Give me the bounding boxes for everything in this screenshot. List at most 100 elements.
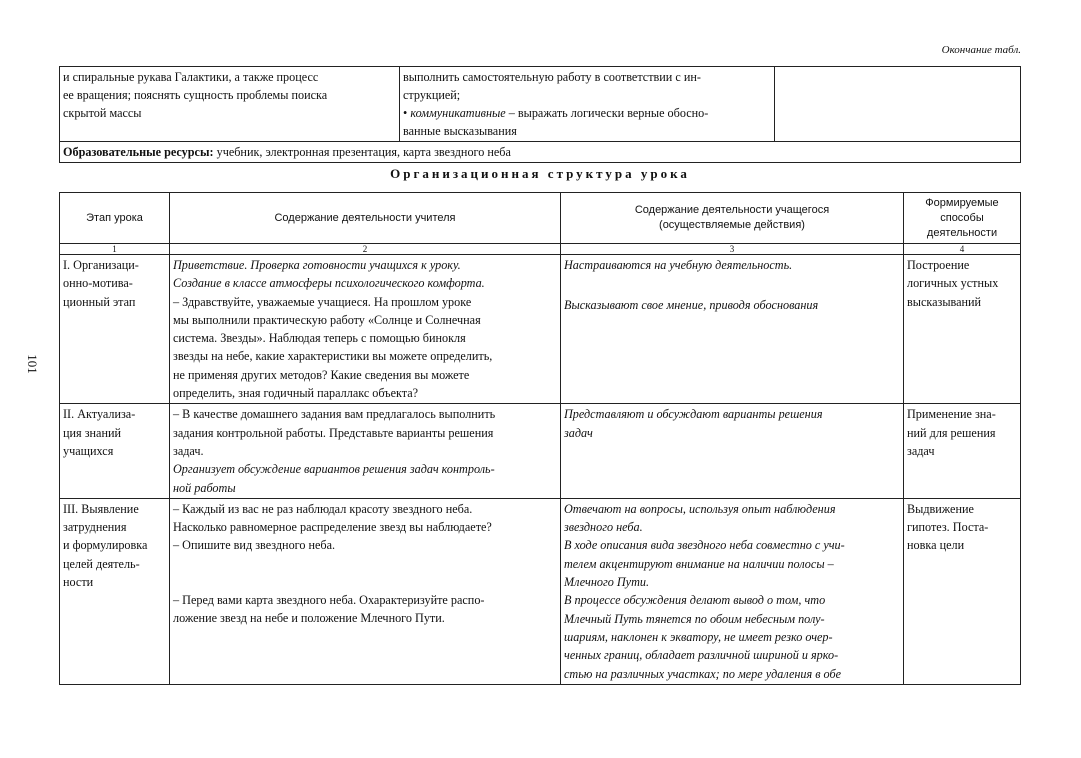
teacher-cell: – В качестве домашнего задания вам предл… [169,403,561,499]
bullet-line: • коммуникативные – выражать логически в… [403,104,771,122]
student-cell: Отвечают на вопросы, используя опыт набл… [560,497,904,685]
bullet-marker: • [403,106,411,120]
competences-cell: выполнить самостоятельную работу в соотв… [399,66,775,142]
text-line: ченных границ, обладает различной ширино… [564,648,839,663]
text-line: – Опишите вид звездного неба. [173,538,336,553]
text-line: – В качестве домашнего задания вам предл… [173,407,496,422]
continuation-note: Окончание табл. [941,44,1021,56]
empty-cell [774,66,1021,142]
skills-cell: Выдвижение гипотез. Поста- новка цели [903,497,1021,685]
text-line: Приветствие. Проверка готовности учащихс… [173,258,461,272]
objectives-cell: и спиральные рукава Галактики, а также п… [59,66,400,142]
bullet-text: – выражать логически верные обосно- [505,106,709,120]
text-line: целей деятель- [63,556,140,571]
text-line: струкцией; [403,88,461,102]
text-line: онно-мотива- [63,276,133,291]
text-line: и формулировка [63,538,148,553]
text-line: В процессе обсуждения делают вывод о том… [564,593,826,608]
text-line: Высказывают свое мнение, приводя обоснов… [564,298,819,313]
teacher-cell: – Каждый из вас не раз наблюдал красоту … [169,497,561,685]
column-number: 2 [169,243,561,255]
text-line: Млечный Путь тянется по обоим небесным п… [564,611,825,626]
skills-cell: Построение логичных устных высказываний [903,253,1021,405]
column-number: 3 [560,243,904,255]
text-line: – Здравствуйте, уважаемые учащиеся. На п… [173,294,472,309]
text-line: скрытой массы [63,106,142,120]
text-line: – Каждый из вас не раз наблюдал красоту … [173,501,473,516]
text-line: шариям, наклонен к экватору, не имеет ре… [564,629,833,644]
text-line: ванные высказывания [403,124,517,138]
text-line: – Перед вами карта звездного неба. Охара… [173,592,485,607]
text-line: Построение [907,258,970,272]
header-row: Этап урока Содержание деятельности учите… [59,192,1021,244]
bullet-term: коммуникативные [410,106,506,120]
column-number: 4 [903,243,1021,255]
text-line: определить, зная годичный параллакс объе… [173,386,419,401]
text-line: гипотез. Поста- [907,520,989,535]
text-line: не применяя других методов? Какие сведен… [173,367,470,382]
student-cell: Представляют и обсуждают варианты решени… [560,403,904,499]
table-row: III. Выявление затруднения и формулировк… [59,497,1021,685]
text-line: звездного неба. [564,520,643,535]
header-line: Содержание деятельности учащегося [634,204,830,216]
text-line: задач. [173,443,204,458]
lesson-structure-table: Этап урока Содержание деятельности учите… [59,192,1021,685]
header-line: способы [940,211,984,224]
stage-cell: II. Актуализа- ция знаний учащихся [59,403,170,499]
text-line: стью на различных участках; по мере удал… [564,666,842,681]
text-line: ее вращения; пояснять сущность проблемы … [63,88,328,102]
section-title: Организационная структура урока [390,166,690,181]
teacher-cell: Приветствие. Проверка готовности учащихс… [169,253,561,405]
text-line: Применение зна- [907,407,996,422]
text-line: Отвечают на вопросы, используя опыт набл… [564,501,836,516]
header-teacher: Содержание деятельности учителя [169,192,561,244]
text-line: ционный этап [63,294,136,309]
resources-text: учебник, электронная презентация, карта … [213,145,511,159]
text-line: ложение звезд на небе и положение Млечно… [173,611,445,626]
table-row: I. Организаци- онно-мотива- ционный этап… [59,253,1021,405]
spacer [173,555,557,591]
stage-cell: III. Выявление затруднения и формулировк… [59,497,170,685]
text-line: ция знаний [63,425,122,440]
text-line: Выдвижение [907,501,974,516]
text-line: Настраиваются на учебную деятельность. [564,258,793,272]
text-line: учащихся [63,443,114,458]
objectives-table-end: и спиральные рукава Галактики, а также п… [59,66,1021,163]
stage-cell: I. Организаци- онно-мотива- ционный этап [59,253,170,405]
text-line: логичных устных [907,276,999,291]
header-stage: Этап урока [59,192,170,244]
header-line: (осуществляемые действия) [659,219,805,231]
text-line: ной работы [173,480,236,495]
text-line: задач [564,425,593,440]
text-line: II. Актуализа- [63,407,136,422]
resources-label: Образовательные ресурсы: [63,145,214,159]
text-line: Представляют и обсуждают варианты решени… [564,407,823,422]
page-number: 101 [24,354,40,374]
text-line: Создание в классе атмосферы психологичес… [173,276,485,291]
header-line: деятельности [926,226,998,239]
column-number: 1 [59,243,170,255]
text-line: мы выполнили практическую работу «Солнце… [173,312,481,327]
text-line: новка цели [907,538,965,553]
header-student: Содержание деятельности учащегося (осуще… [560,192,904,244]
text-line: высказываний [907,294,982,309]
text-line: система. Звезды». Наблюдая теперь с помо… [173,331,466,346]
text-line: III. Выявление [63,501,139,516]
text-line: Насколько равномерное распределение звез… [173,520,492,535]
text-line: I. Организаци- [63,258,139,272]
text-line: задания контрольной работы. Представьте … [173,425,494,440]
text-line: выполнить самостоятельную работу в соотв… [403,70,701,84]
skills-cell: Применение зна- ний для решения задач [903,403,1021,499]
text-line: В ходе описания вида звездного неба совм… [564,538,845,553]
text-line: затруднения [63,520,127,535]
text-line: задач [907,443,935,458]
text-line: ний для решения [907,425,996,440]
text-line: телем акцентируют внимание на наличии по… [564,556,834,571]
column-number-row: 1 2 3 4 [59,243,1021,255]
resources-row: Образовательные ресурсы: учебник, электр… [59,141,1021,163]
table-row: и спиральные рукава Галактики, а также п… [59,66,1021,142]
text-line: ности [63,575,94,590]
student-cell: Настраиваются на учебную деятельность. В… [560,253,904,405]
text-line: и спиральные рукава Галактики, а также п… [63,70,319,84]
header-line: Формируемые [925,196,999,209]
